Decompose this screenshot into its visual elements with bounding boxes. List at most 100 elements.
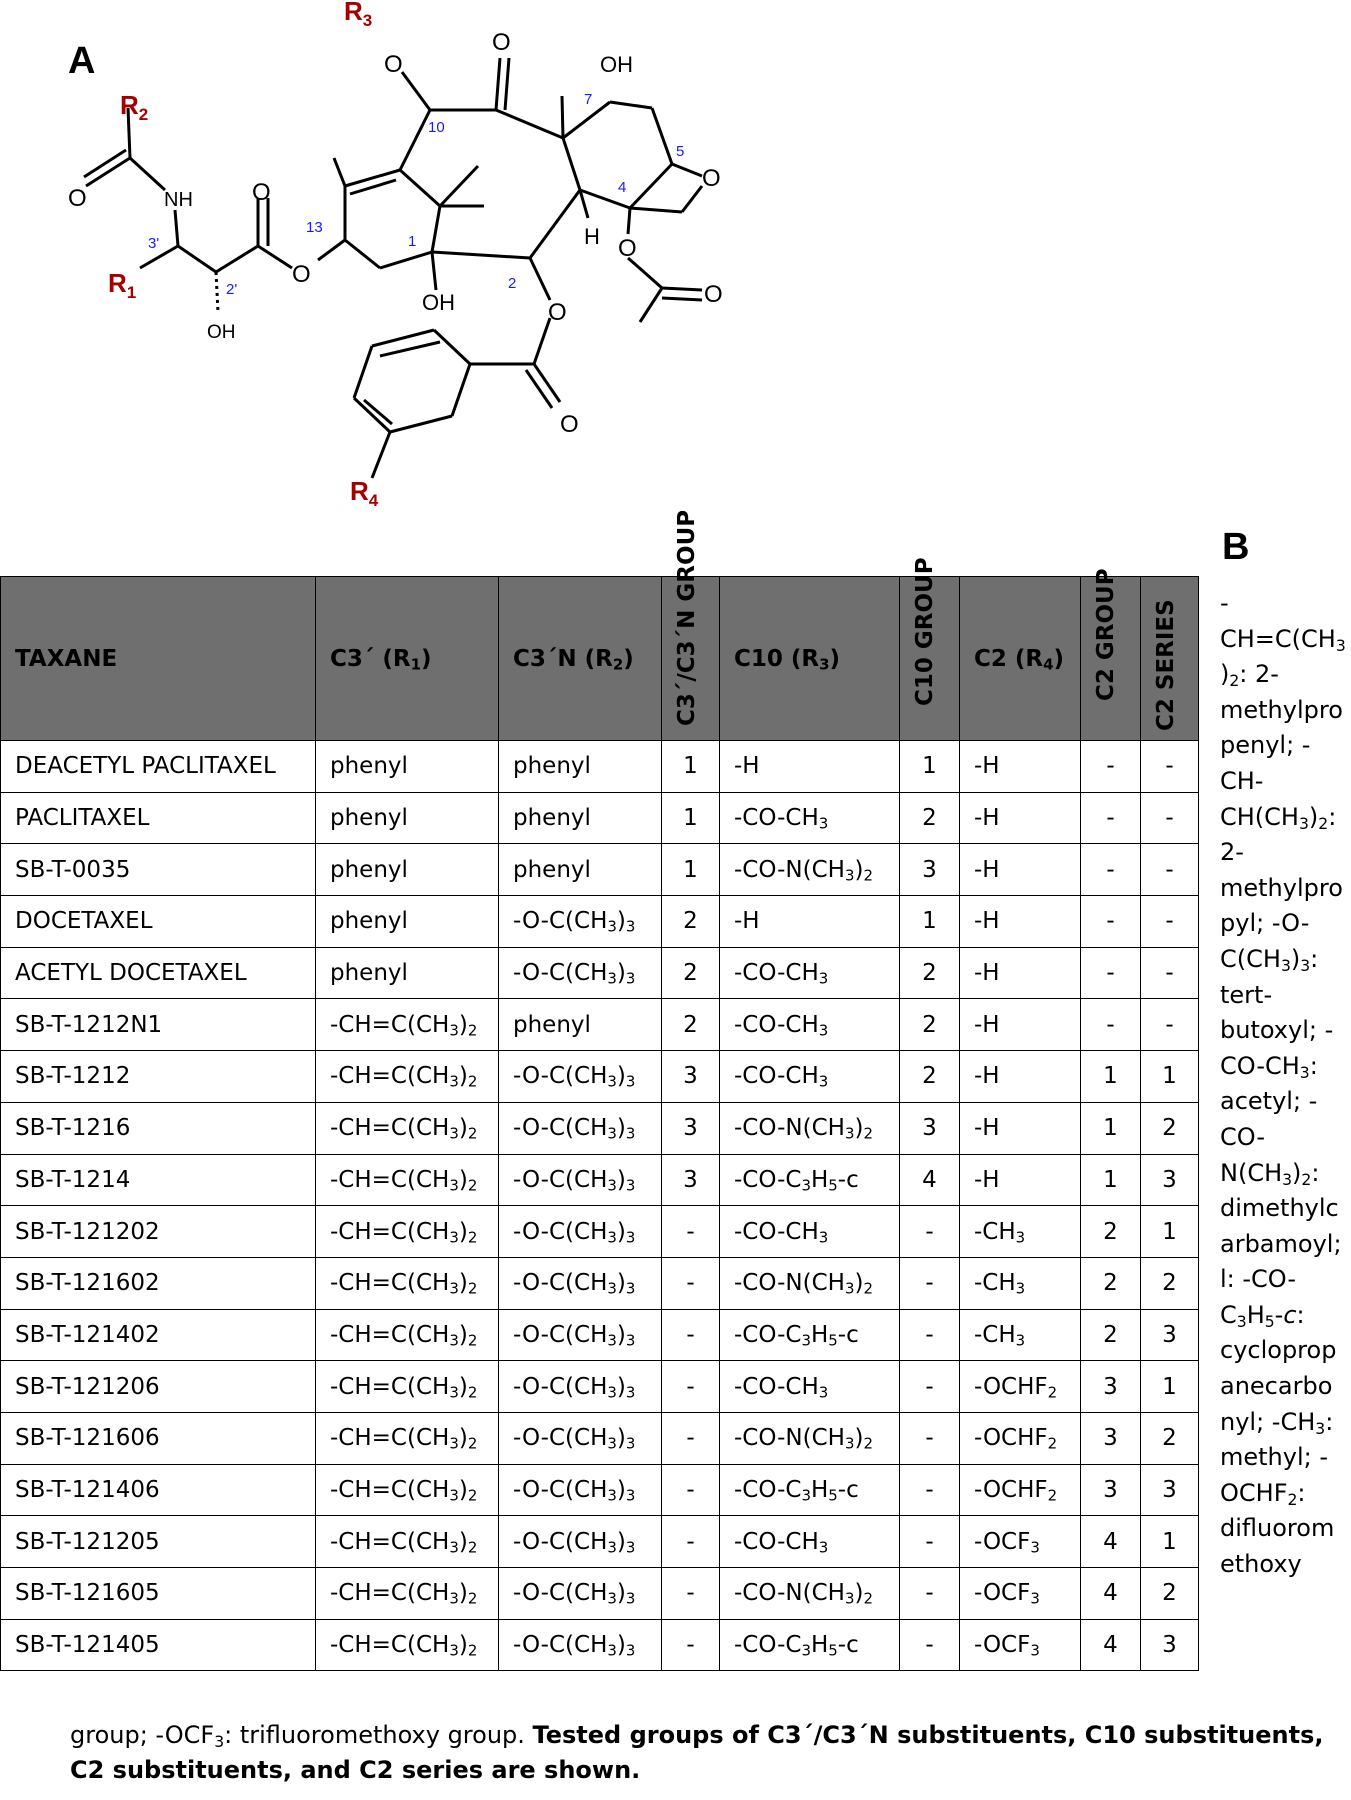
svg-text:OH: OH bbox=[422, 290, 455, 315]
header-c3: C3´ (R1) bbox=[315, 576, 499, 741]
table-cell-c3n: -O-C(CH3)3 bbox=[498, 1360, 662, 1413]
table-cell-g2: - bbox=[1080, 895, 1141, 948]
table-cell-s2: 2 bbox=[1140, 1256, 1199, 1310]
table-cell-c3n: -O-C(CH3)3 bbox=[498, 1463, 662, 1517]
table-cell-taxane: SB-T-121606 bbox=[0, 1411, 316, 1465]
table-cell-g2: - bbox=[1080, 843, 1141, 897]
table-cell-c10: -CO-C3H5-c bbox=[719, 1618, 900, 1672]
table-cell-g10: 2 bbox=[899, 791, 960, 845]
table-cell-c3: phenyl bbox=[315, 791, 499, 845]
table-cell-g10: - bbox=[899, 1308, 960, 1362]
table-cell-g2: - bbox=[1080, 998, 1141, 1052]
table-cell-c3: phenyl bbox=[315, 740, 499, 793]
legend-line: tert- bbox=[1220, 980, 1273, 1009]
legend-line: methyl; - bbox=[1220, 1443, 1329, 1472]
header-c10-group: C10 GROUP bbox=[899, 557, 960, 741]
table-row: SB-T-121402-CH=C(CH3)2-O-C(CH3)3--CO-C3H… bbox=[0, 1308, 1199, 1362]
table-cell-c10: -CO-C3H5-c bbox=[719, 1463, 900, 1517]
table-cell-c10: -CO-CH3 bbox=[719, 1205, 900, 1258]
table-cell-g10: - bbox=[899, 1360, 960, 1413]
legend-line: penyl; - bbox=[1220, 731, 1311, 760]
taxane-structure-diagram: R2 O NH 3' R1 2' OH O O 13 R3 O 10 O 1 O… bbox=[68, 0, 723, 510]
table-cell-c10: -CO-CH3 bbox=[719, 1515, 900, 1568]
legend-line: CH(CH3)2: bbox=[1220, 802, 1337, 833]
table-cell-s2: 1 bbox=[1140, 1515, 1199, 1568]
table-cell-taxane: SB-T-0035 bbox=[0, 843, 316, 897]
svg-text:5: 5 bbox=[676, 143, 684, 160]
table-cell-g1: - bbox=[661, 1256, 720, 1310]
svg-text:O: O bbox=[492, 29, 511, 56]
table-cell-c2: -H bbox=[959, 1050, 1081, 1103]
table-cell-taxane: SB-T-121206 bbox=[0, 1360, 316, 1413]
header-c2-series: C2 SERIES bbox=[1140, 576, 1199, 741]
table-cell-g1: - bbox=[661, 1411, 720, 1465]
table-row: SB-T-121605-CH=C(CH3)2-O-C(CH3)3--CO-N(C… bbox=[0, 1567, 1199, 1620]
table-cell-g10: 3 bbox=[899, 843, 960, 897]
legend-line: pyl; -O- bbox=[1220, 909, 1310, 938]
table-cell-g1: 1 bbox=[661, 843, 720, 897]
table-cell-c3n: -O-C(CH3)3 bbox=[498, 1101, 662, 1155]
table-cell-c3: -CH=C(CH3)2 bbox=[315, 1618, 499, 1672]
legend-line: butoxyl; - bbox=[1220, 1016, 1334, 1045]
table-cell-c3n: -O-C(CH3)3 bbox=[498, 1308, 662, 1362]
table-cell-g2: 4 bbox=[1080, 1567, 1141, 1620]
svg-text:OH: OH bbox=[207, 322, 236, 343]
table-cell-c10: -CO-C3H5-c bbox=[719, 1308, 900, 1362]
table-cell-c3: phenyl bbox=[315, 946, 499, 1000]
table-cell-taxane: SB-T-121202 bbox=[0, 1205, 316, 1258]
table-cell-c10: -CO-N(CH3)2 bbox=[719, 1567, 900, 1620]
legend-line: CO-CH3: bbox=[1220, 1051, 1318, 1082]
table-cell-c10: -CO-N(CH3)2 bbox=[719, 1411, 900, 1465]
table-cell-c3n: -O-C(CH3)3 bbox=[498, 1256, 662, 1310]
table-cell-c10: -H bbox=[719, 895, 900, 948]
table-cell-g10: - bbox=[899, 1205, 960, 1258]
svg-text:NH: NH bbox=[164, 189, 193, 211]
table-cell-c2: -OCHF2 bbox=[959, 1360, 1081, 1413]
table-cell-taxane: SB-T-121405 bbox=[0, 1618, 316, 1672]
table-cell-g2: - bbox=[1080, 946, 1141, 1000]
table-cell-g10: 2 bbox=[899, 998, 960, 1052]
table-cell-taxane: SB-T-1212 bbox=[0, 1050, 316, 1103]
table-cell-g10: - bbox=[899, 1256, 960, 1310]
table-cell-c2: -H bbox=[959, 1101, 1081, 1155]
svg-text:2: 2 bbox=[508, 275, 516, 292]
legend-line: methylpro bbox=[1220, 873, 1343, 902]
table-cell-c2: -H bbox=[959, 843, 1081, 897]
table-cell-s2: 3 bbox=[1140, 1463, 1199, 1517]
table-cell-c2: -CH3 bbox=[959, 1205, 1081, 1258]
table-cell-c10: -H bbox=[719, 740, 900, 793]
table-cell-c3n: phenyl bbox=[498, 740, 662, 793]
table-row: SB-T-121206-CH=C(CH3)2-O-C(CH3)3--CO-CH3… bbox=[0, 1360, 1199, 1413]
header-c3-group: C3´/C3´N GROUP bbox=[661, 509, 720, 741]
table-cell-taxane: SB-T-121402 bbox=[0, 1308, 316, 1362]
table-cell-c3: -CH=C(CH3)2 bbox=[315, 1360, 499, 1413]
table-cell-taxane: SB-T-121205 bbox=[0, 1515, 316, 1568]
legend-line: 2- bbox=[1220, 838, 1244, 867]
table-cell-s2: - bbox=[1140, 998, 1199, 1052]
table-header-row: TAXANE C3´ (R1) C3´N (R2) C3´/C3´N GROUP… bbox=[0, 509, 1199, 741]
table-cell-g1: 2 bbox=[661, 946, 720, 1000]
svg-text:7: 7 bbox=[584, 91, 592, 108]
legend-line: ethoxy bbox=[1220, 1550, 1302, 1579]
table-cell-g1: 2 bbox=[661, 998, 720, 1052]
table-cell-c3n: -O-C(CH3)3 bbox=[498, 1567, 662, 1620]
legend-line: N(CH3)2: bbox=[1220, 1158, 1320, 1189]
legend-line: CO- bbox=[1220, 1122, 1265, 1151]
svg-text:13: 13 bbox=[306, 219, 323, 236]
table-cell-taxane: SB-T-121602 bbox=[0, 1256, 316, 1310]
table-cell-c3: -CH=C(CH3)2 bbox=[315, 1515, 499, 1568]
caption-plain: group; -OCF3: trifluoromethoxy group. bbox=[70, 1721, 533, 1751]
table-cell-s2: - bbox=[1140, 946, 1199, 1000]
table-cell-s2: 2 bbox=[1140, 1101, 1199, 1155]
table-cell-c3: -CH=C(CH3)2 bbox=[315, 1256, 499, 1310]
legend-line: anecarbo bbox=[1220, 1372, 1333, 1401]
svg-text:3': 3' bbox=[148, 235, 159, 252]
table-cell-c2: -OCF3 bbox=[959, 1515, 1081, 1568]
table-cell-s2: 1 bbox=[1140, 1360, 1199, 1413]
